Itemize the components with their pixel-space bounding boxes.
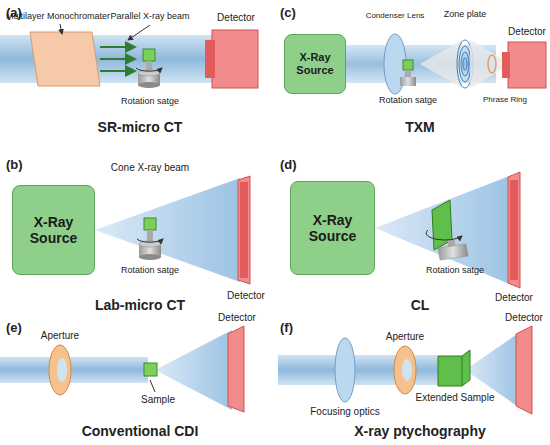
panel-caption: TXM <box>405 120 435 135</box>
part-label: Rotation satge <box>426 266 484 276</box>
part-label: Focusing optics <box>310 406 379 417</box>
panel-letter: (d) <box>280 158 297 172</box>
source-label: X-Ray Source <box>289 51 341 76</box>
part-label: Extended Sample <box>416 392 495 403</box>
part-label: Rotation satge <box>121 266 179 276</box>
panel-letter: (c) <box>280 6 296 20</box>
part-label: Condenser Lens <box>366 12 425 21</box>
part-label: Detector <box>218 312 256 323</box>
part-label: Detector <box>227 290 265 301</box>
panel-caption: Conventional CDI <box>82 424 199 439</box>
xray-source-box: X-Ray Source <box>284 34 346 94</box>
part-label: Sample <box>141 394 175 405</box>
part-label: Detector <box>505 312 543 323</box>
panel-caption: Lab-micro CT <box>95 298 185 313</box>
part-label: Aperture <box>41 330 79 341</box>
xray-source-box: X-Ray Source <box>290 181 375 275</box>
part-label: Cone X-ray beam <box>111 162 189 173</box>
panel-letter: (e) <box>6 321 22 335</box>
part-label: Rotation satge <box>121 97 179 107</box>
panel-caption: X-ray ptychography <box>354 424 485 439</box>
part-label: Phrase Ring <box>483 96 527 105</box>
xray-source-box: X-Ray Source <box>12 185 95 275</box>
panel-letter: (b) <box>6 158 23 172</box>
source-label: X-Ray Source <box>17 214 90 246</box>
panel-caption: CL <box>411 298 430 313</box>
source-label: X-Ray Source <box>295 212 370 244</box>
part-label: Rotation satge <box>379 96 437 106</box>
part-label: Aperture <box>386 331 424 342</box>
panel-letter: (f) <box>280 321 293 335</box>
part-label: Parallel X-ray beam <box>110 12 189 22</box>
part-label: Multilayer Monochromater <box>6 12 110 22</box>
part-label: Detector <box>217 12 255 23</box>
part-label: Detector <box>508 26 546 37</box>
part-label: Detector <box>495 292 533 303</box>
panel-caption: SR-micro CT <box>98 120 183 135</box>
part-label: Zone plate <box>444 10 487 20</box>
